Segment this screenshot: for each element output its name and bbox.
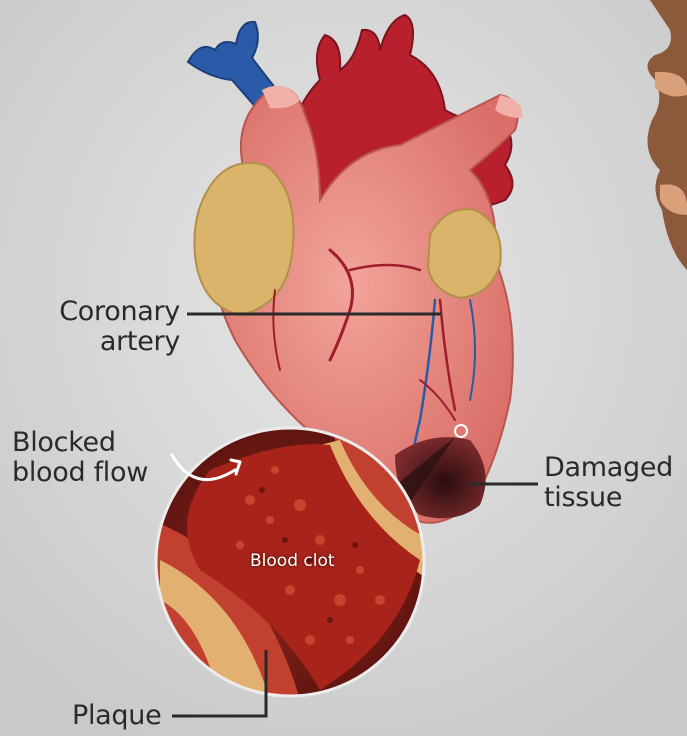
right-atrium-fat	[194, 163, 293, 315]
damaged-tissue-line2: tissue	[544, 483, 673, 513]
coronary-artery-line2: artery	[20, 327, 180, 357]
coronary-artery-label: Coronary artery	[20, 297, 180, 357]
coronary-artery-line1: Coronary	[20, 297, 180, 327]
damaged-tissue-label: Damaged tissue	[544, 453, 673, 513]
left-atrium-fat	[428, 209, 501, 298]
blood-clot-label: Blood clot	[250, 551, 335, 571]
blocked-flow-label: Blocked blood flow	[12, 428, 148, 488]
blocked-flow-line1: Blocked	[12, 428, 148, 458]
plaque-label: Plaque	[72, 701, 161, 731]
blocked-flow-line2: blood flow	[12, 458, 148, 488]
damaged-tissue-line1: Damaged	[544, 453, 673, 483]
